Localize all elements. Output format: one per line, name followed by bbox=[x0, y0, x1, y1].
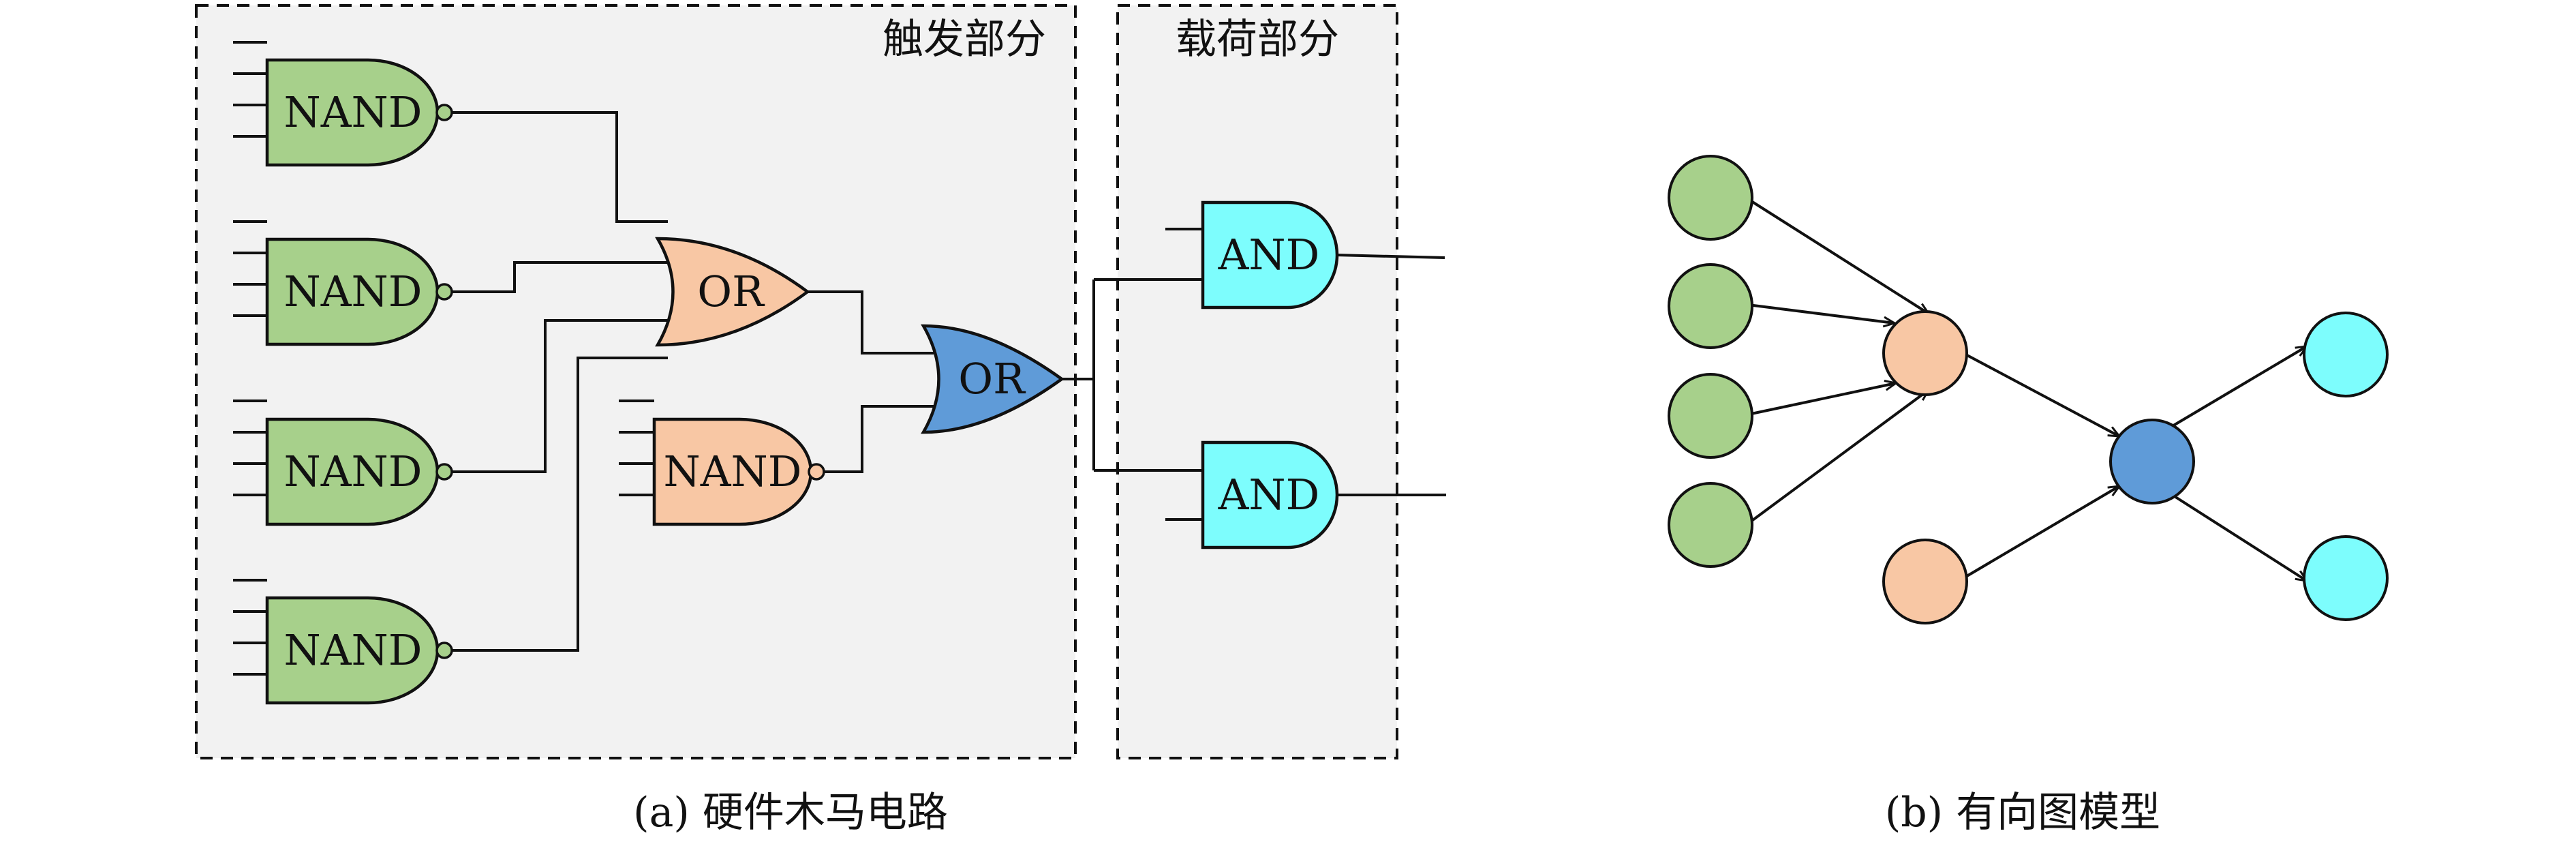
graph-node-cyan-2 bbox=[2303, 535, 2389, 621]
graph-nodes bbox=[1668, 155, 2389, 624]
graph-panel: (b) 有向图模型 bbox=[1668, 155, 2389, 837]
circuit-caption: (a) 硬件木马电路 bbox=[633, 789, 948, 837]
nand-input-pins bbox=[233, 41, 267, 676]
edge-green1-peach bbox=[1747, 198, 1929, 314]
graph-node-peach-1 bbox=[1882, 310, 1968, 396]
and-gate-2-label: AND bbox=[1218, 470, 1320, 519]
and-input-pins bbox=[1165, 228, 1203, 521]
nand-gate-2-label: NAND bbox=[284, 267, 423, 316]
or-gate-2: OR bbox=[921, 324, 1064, 434]
edge-peach2-blue bbox=[1959, 486, 2119, 582]
graph-node-green-4 bbox=[1668, 482, 1753, 568]
nand-gate-1: NAND bbox=[265, 58, 453, 167]
nand-gate-4: NAND bbox=[265, 596, 453, 705]
graph-node-green-1 bbox=[1668, 155, 1753, 241]
graph-node-green-3 bbox=[1668, 373, 1753, 459]
or-gate-1-label: OR bbox=[697, 267, 765, 316]
nand-gate-1-label: NAND bbox=[284, 87, 423, 137]
graph-edges bbox=[1747, 198, 2307, 582]
and-gate-1-label: AND bbox=[1218, 230, 1320, 280]
edge-green4-peach bbox=[1747, 390, 1929, 525]
edge-peach-blue bbox=[1960, 350, 2119, 438]
payload-section-title: 载荷部分 bbox=[1176, 16, 1339, 63]
graph-node-peach-2 bbox=[1882, 539, 1968, 624]
edge-green3-peach bbox=[1747, 383, 1896, 416]
graph-node-cyan-1 bbox=[2303, 312, 2389, 397]
nand-gate-5-label: NAND bbox=[664, 447, 802, 496]
or-gate-1: OR bbox=[655, 237, 810, 347]
and-gate-2: AND bbox=[1201, 440, 1339, 549]
graph-node-green-2 bbox=[1668, 263, 1753, 349]
nand-gate-3: NAND bbox=[265, 417, 453, 526]
edge-green2-peach bbox=[1747, 303, 1895, 323]
and-gate-1: AND bbox=[1201, 200, 1339, 310]
nand-gate-3-label: NAND bbox=[284, 447, 423, 496]
graph-caption: (b) 有向图模型 bbox=[1885, 789, 2160, 837]
or-gate-2-label: OR bbox=[958, 354, 1026, 404]
trigger-section-title: 触发部分 bbox=[883, 16, 1046, 63]
edge-blue-cyan1 bbox=[2170, 346, 2307, 428]
graph-node-blue bbox=[2109, 419, 2195, 504]
nand-gate-2: NAND bbox=[265, 237, 453, 346]
mid-nand-input-pins bbox=[619, 400, 654, 496]
nand-gate-5: NAND bbox=[652, 417, 825, 526]
nand-gate-4-label: NAND bbox=[284, 625, 423, 675]
edge-blue-cyan2 bbox=[2170, 493, 2307, 581]
circuit-panel: 触发部分 载荷部分 bbox=[195, 4, 1446, 837]
payload-section-box bbox=[1116, 4, 1398, 759]
circuit-wires bbox=[450, 111, 1446, 652]
